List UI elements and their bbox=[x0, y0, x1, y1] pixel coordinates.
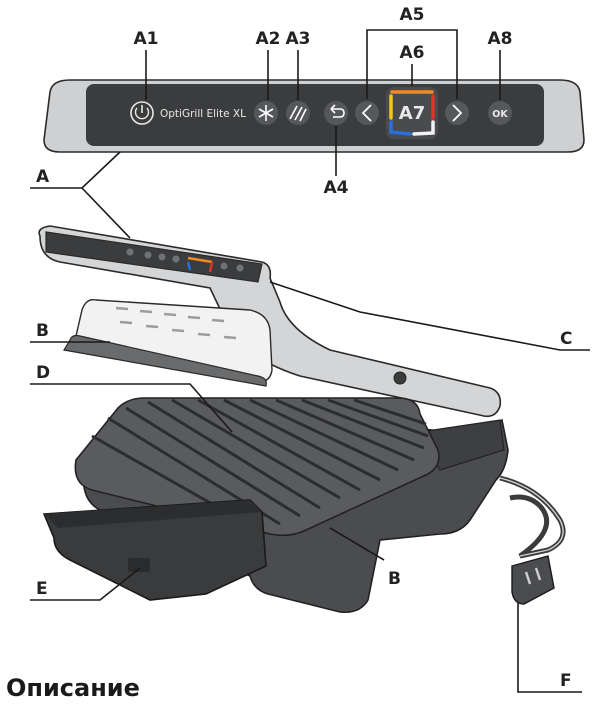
program-display-label: A7 bbox=[399, 103, 425, 124]
callout-a5: A5 bbox=[400, 5, 425, 25]
chevron-left-icon bbox=[361, 104, 372, 122]
power-plug bbox=[511, 555, 555, 605]
ok-button-label: OK bbox=[492, 109, 508, 120]
callout-a6: A6 bbox=[400, 43, 425, 63]
lid-panel-buttons bbox=[126, 248, 244, 272]
back-button[interactable] bbox=[324, 101, 348, 125]
callout-a4: A4 bbox=[324, 178, 349, 198]
upper-plate-slots bbox=[115, 306, 237, 340]
callout-d: D bbox=[36, 363, 50, 383]
lid-panel-strip bbox=[45, 231, 263, 283]
callout-a: A bbox=[36, 167, 50, 187]
callout-e: E bbox=[36, 579, 48, 599]
panel-brand-label: OptiGrill Elite XL bbox=[160, 108, 246, 120]
callout-a3: A3 bbox=[286, 29, 311, 49]
ok-button[interactable]: OK bbox=[488, 101, 512, 125]
callout-c: C bbox=[560, 329, 572, 349]
frozen-button[interactable] bbox=[254, 101, 278, 125]
callout-a1: A1 bbox=[134, 29, 159, 49]
previous-button[interactable] bbox=[355, 101, 379, 125]
snowflake-icon bbox=[258, 105, 274, 121]
back-arrow-icon bbox=[330, 104, 345, 118]
callout-labels: A1 A2 A3 A4 A5 A6 A8 A B C D B E F bbox=[36, 5, 572, 691]
leader-lines bbox=[30, 29, 590, 693]
drip-tray-handle bbox=[128, 558, 150, 572]
next-button[interactable] bbox=[445, 101, 469, 125]
program-display[interactable]: A7 bbox=[386, 87, 438, 139]
grill-base bbox=[42, 397, 566, 614]
drip-tray bbox=[42, 499, 267, 601]
chevron-right-icon bbox=[452, 104, 463, 122]
callout-a2: A2 bbox=[256, 29, 281, 49]
power-cord bbox=[499, 475, 566, 559]
upper-plate-rim bbox=[63, 334, 267, 387]
section-title: Описание bbox=[6, 674, 140, 702]
hinge-knob bbox=[393, 371, 407, 385]
callout-a8: A8 bbox=[488, 29, 513, 49]
callout-b-top: B bbox=[36, 321, 49, 341]
grill-marks-icon bbox=[289, 105, 307, 122]
power-button[interactable] bbox=[130, 101, 154, 125]
panel-face bbox=[86, 84, 544, 146]
grill-upper-part bbox=[38, 225, 502, 418]
callout-b-base: B bbox=[388, 569, 401, 589]
callout-f: F bbox=[560, 671, 572, 691]
indicator-blue bbox=[389, 120, 412, 136]
drip-tray-rim bbox=[44, 500, 262, 528]
lower-plate-ridges bbox=[91, 398, 429, 532]
manual-mode-button[interactable] bbox=[286, 101, 310, 125]
lid-mini-indicator bbox=[187, 256, 213, 264]
indicator-white bbox=[412, 120, 435, 136]
control-panel-zoom: OptiGrill Elite XL bbox=[43, 79, 585, 153]
